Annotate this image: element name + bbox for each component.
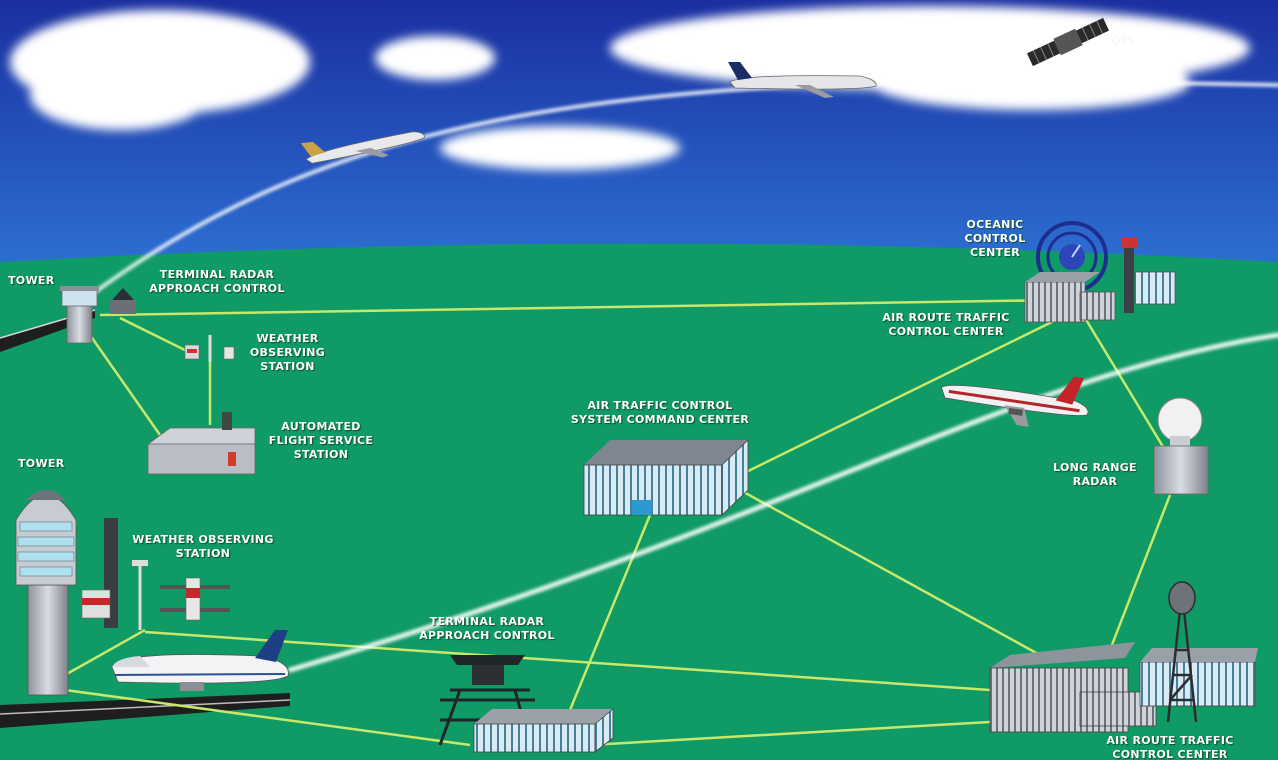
satellite-icon xyxy=(1026,17,1110,67)
airplane-icon xyxy=(111,630,289,691)
afss-label: AUTOMATED FLIGHT SERVICE STATION xyxy=(268,420,374,461)
atcscc-label: AIR TRAFFIC CONTROL SYSTEM COMMAND CENTE… xyxy=(570,399,750,426)
radar-dish-icon xyxy=(1153,397,1209,495)
radar-dish-icon xyxy=(1036,221,1108,293)
weather-station-icon xyxy=(81,518,230,630)
weather-station-icon xyxy=(184,335,235,362)
building-icon xyxy=(1024,238,1176,323)
tracon-label-top: TERMINAL RADAR APPROACH CONTROL xyxy=(149,268,285,295)
tower-label-bottom: TOWER xyxy=(18,457,65,470)
weather-station-label-bottom: WEATHER OBSERVING STATION xyxy=(132,533,274,560)
runway xyxy=(0,693,290,728)
airplane-icon xyxy=(300,131,425,164)
artcc-label-top: AIR ROUTE TRAFFIC CONTROL CENTER xyxy=(882,311,1010,338)
building-icon xyxy=(989,642,1258,733)
tracon-label-bottom: TERMINAL RADAR APPROACH CONTROL xyxy=(419,615,555,642)
control-tower-icon xyxy=(60,286,99,344)
gps-label: GPS xyxy=(1112,34,1136,47)
flight-path xyxy=(93,79,1278,673)
oceanic-center-label: OCEANIC CONTROL CENTER xyxy=(964,218,1026,259)
artcc-label-bottom: AIR ROUTE TRAFFIC CONTROL CENTER xyxy=(1106,734,1234,760)
building-icon xyxy=(583,439,749,516)
tower-label-top: TOWER xyxy=(8,274,55,287)
building-icon xyxy=(147,412,256,475)
weather-station-label-top: WEATHER OBSERVING STATION xyxy=(249,332,326,373)
airplane-icon xyxy=(728,62,877,98)
control-tower-icon xyxy=(15,490,77,696)
long-range-radar-label: LONG RANGE RADAR xyxy=(1053,461,1137,488)
airplane-icon xyxy=(940,376,1089,427)
communication-links xyxy=(64,298,1172,747)
building-icon xyxy=(473,708,614,753)
radar-dish-icon xyxy=(110,288,136,314)
antenna-tower-icon xyxy=(1166,581,1198,723)
